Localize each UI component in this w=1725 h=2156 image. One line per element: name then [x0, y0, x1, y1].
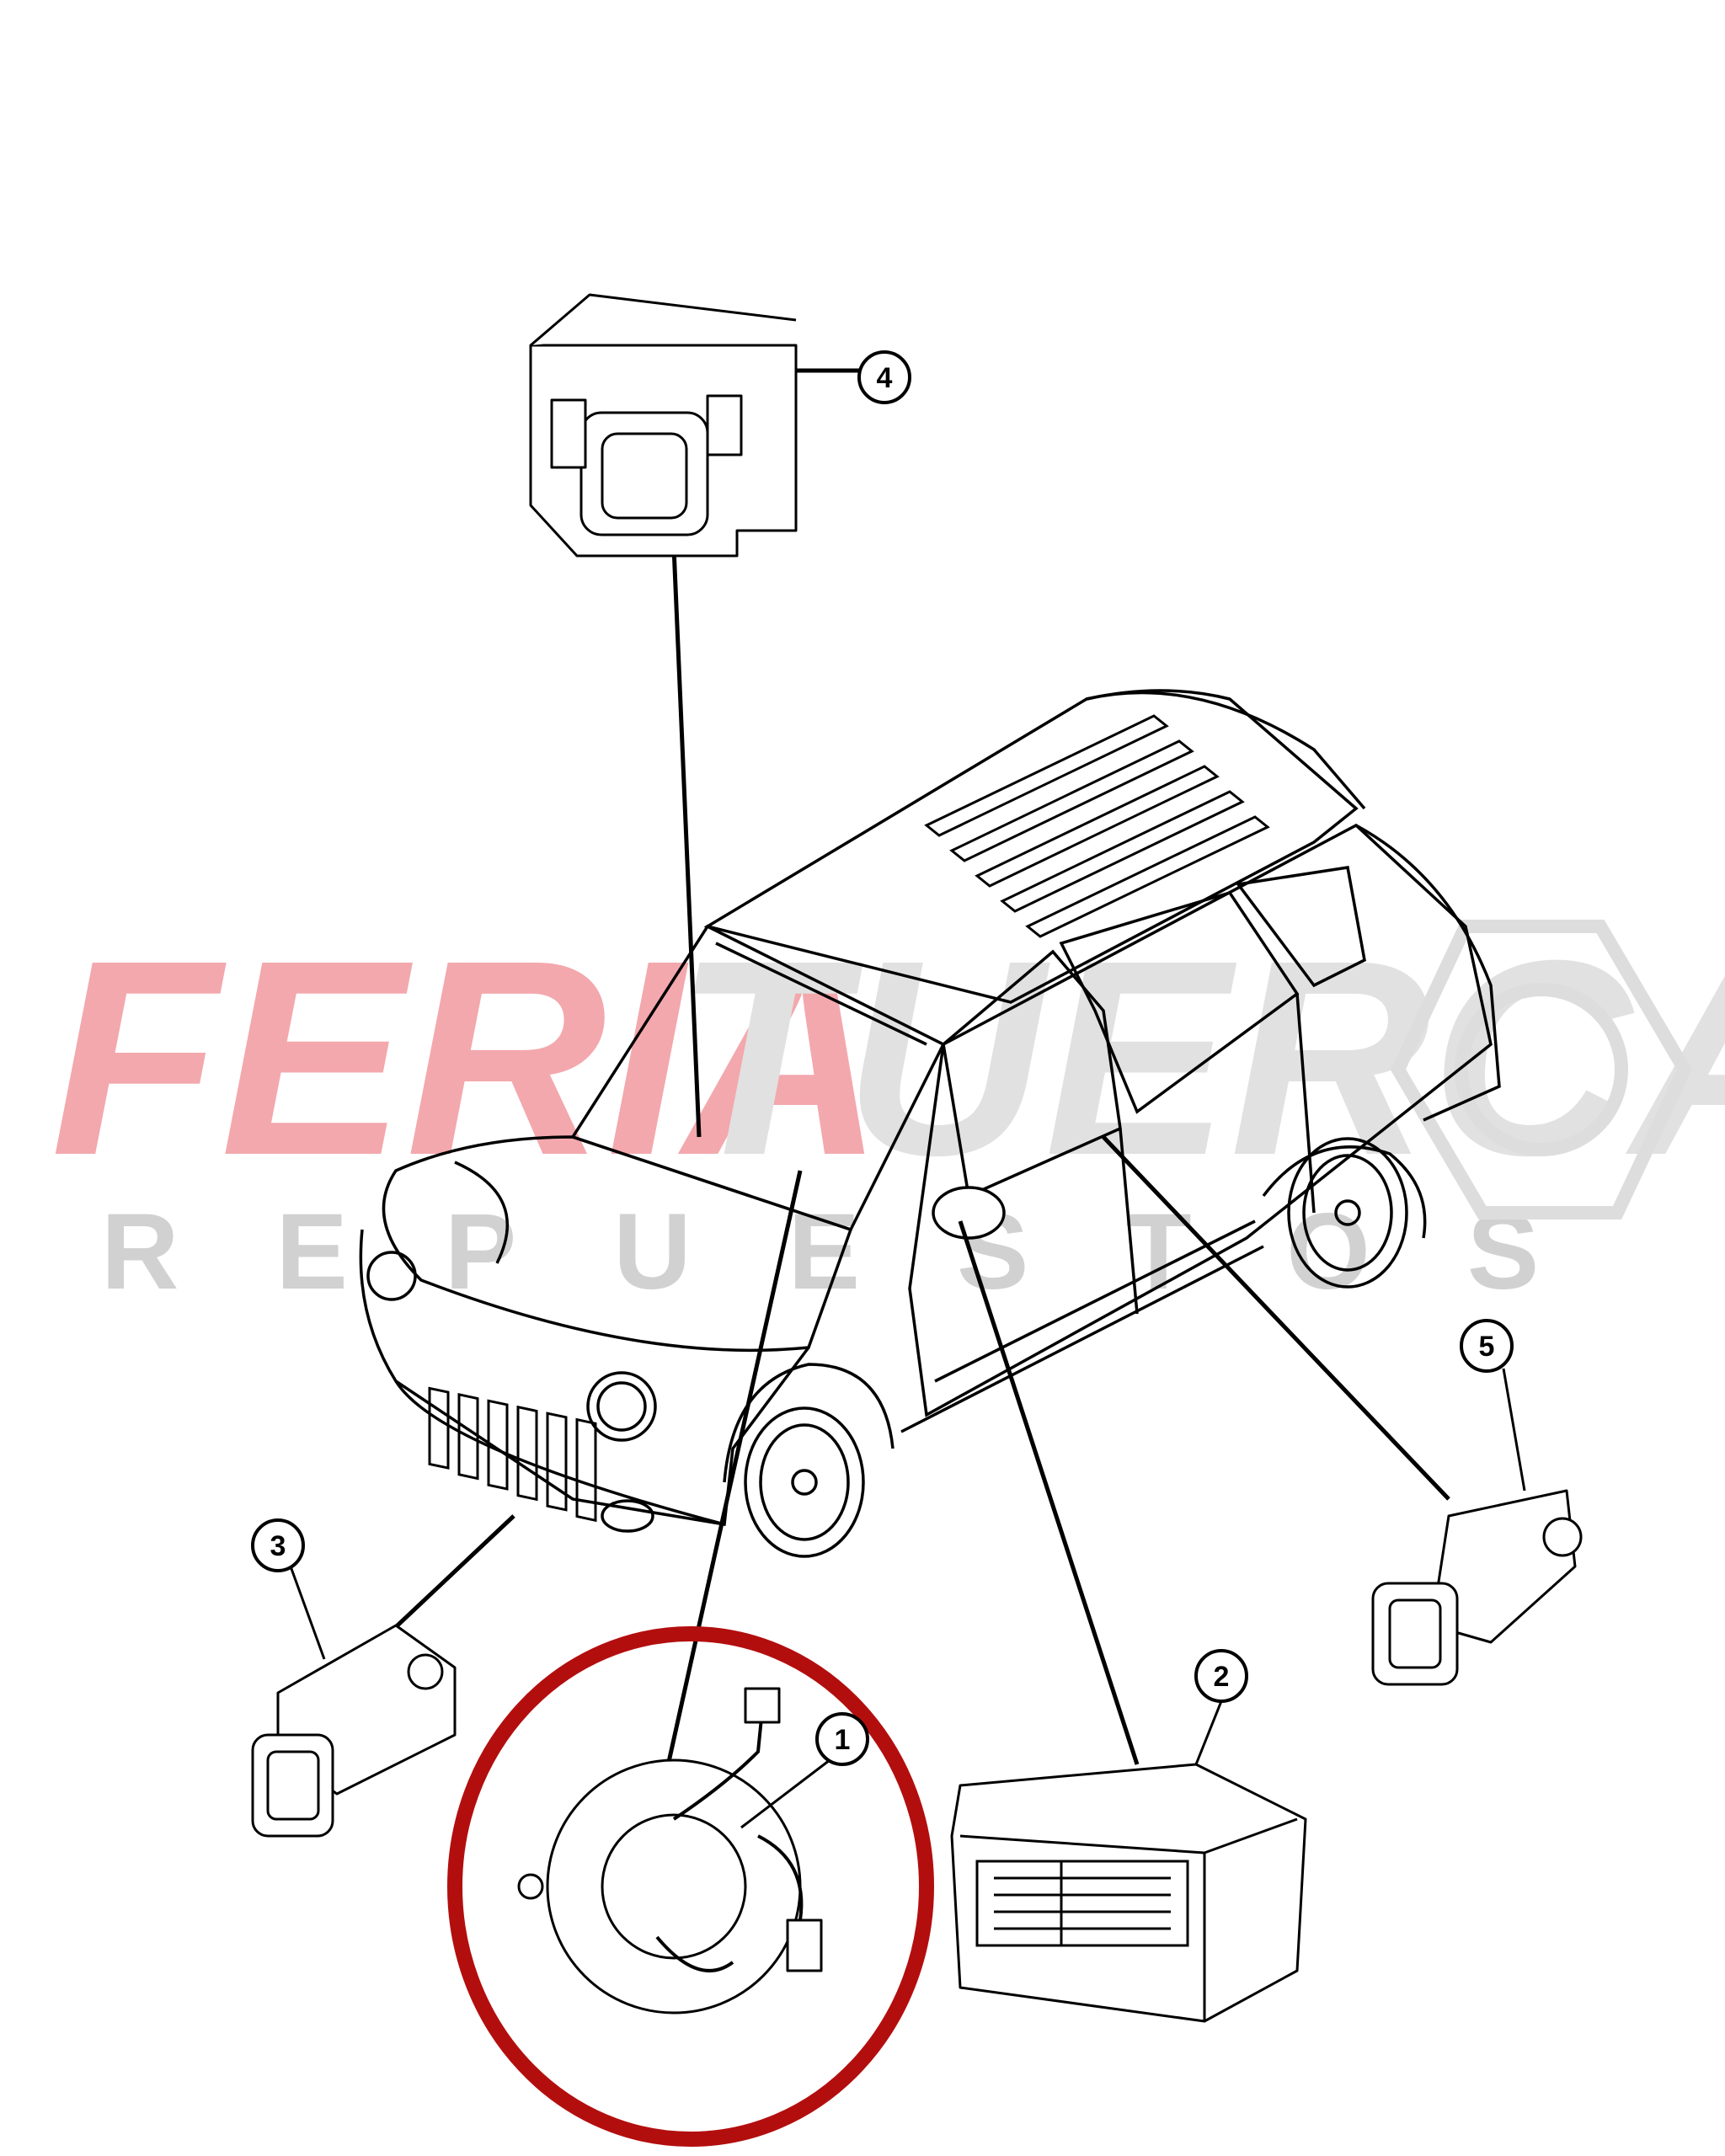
callout-4: 4 [857, 350, 911, 404]
callout-2: 2 [1194, 1649, 1248, 1703]
callout-2-label: 2 [1214, 1661, 1230, 1693]
watermark-brand-part2: TUERCA [674, 902, 1725, 1213]
callout-4-label: 4 [877, 362, 893, 394]
vehicle-illustration [359, 689, 1501, 1558]
hex-nut-logo [1390, 920, 1693, 1219]
watermark: FERIA TUERCA REPUESTOS [51, 902, 1725, 1312]
leader-lines [369, 368, 1450, 1778]
callout-1-label: 1 [835, 1724, 851, 1756]
watermark-subtitle: REPUESTOS [101, 1192, 1636, 1312]
part-1-clockspring [517, 1687, 823, 2015]
highlight-circle [447, 1626, 934, 2147]
part-4-sensor [529, 293, 798, 558]
part-5-sensor [1371, 1489, 1583, 1686]
watermark-brand-part1: FERIA [51, 902, 884, 1213]
callout-5-label: 5 [1479, 1331, 1495, 1363]
part-3-sensor [251, 1624, 457, 1838]
callout-3-label: 3 [270, 1530, 286, 1562]
callout-5: 5 [1460, 1319, 1514, 1373]
callout-3: 3 [251, 1518, 305, 1572]
part-2-control-module [950, 1763, 1307, 2023]
callout-1: 1 [815, 1712, 869, 1766]
